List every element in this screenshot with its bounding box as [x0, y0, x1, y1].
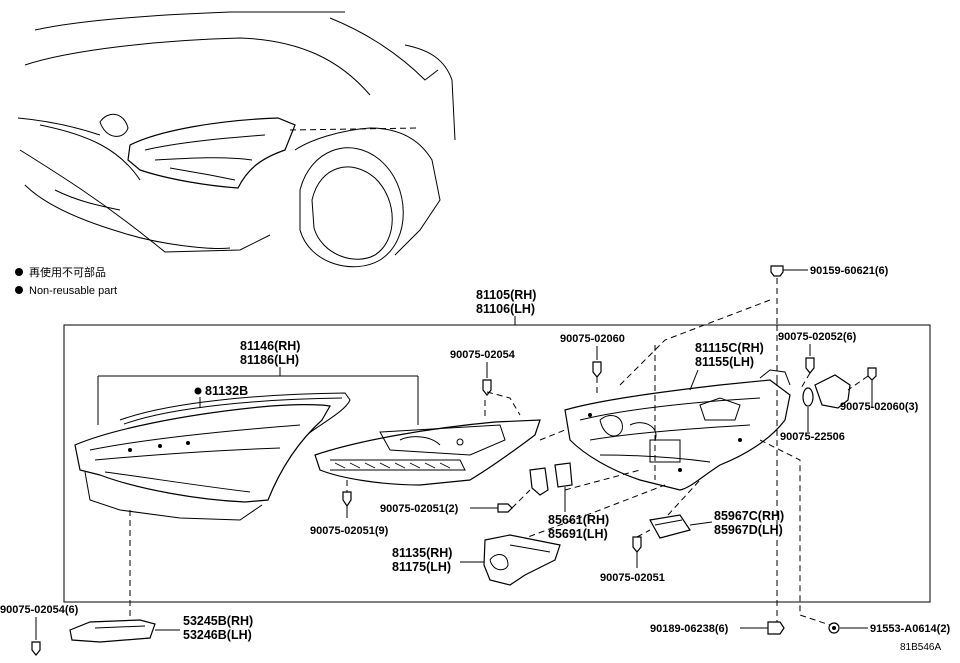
bracket-81135-icon [483, 534, 561, 586]
headlamp-lens-assembly: 81146(RH) 81186(LH) 81132B [74, 339, 419, 620]
part-label-90075-02051: 90075-02051 [600, 572, 665, 584]
legend-japanese-text: 再使用不可部品 [29, 265, 106, 279]
part-label-85967c: 85967C(RH) [714, 509, 784, 523]
screw-icon [805, 357, 815, 374]
part-label-91553-A0614: 91553-A0614(2) [870, 623, 950, 635]
part-label-90189-06238: 90189-06238(6) [650, 623, 729, 635]
control-module-icon [649, 514, 691, 539]
part-label-81105: 81105(RH) [476, 288, 536, 302]
part-label-90075-02054-6: 90075-02054(6) [0, 604, 79, 616]
part-label-85661: 85661(RH) [548, 513, 609, 527]
part-label-90075-02051-9: 90075-02051(9) [310, 525, 389, 537]
non-reusable-dot-icon [15, 268, 23, 276]
part-label-53245b: 53245B(RH) [183, 614, 253, 628]
part-label-90075-02060-3: 90075-02060(3) [840, 401, 919, 413]
bracket-85661-icon [529, 467, 549, 496]
screw-icon [867, 367, 877, 381]
screw-icon [592, 361, 602, 378]
part-label-81115c: 81115C(RH) [695, 341, 764, 355]
part-label-90075-22506: 90075-22506 [780, 431, 845, 443]
bolt-icon [770, 265, 784, 277]
headlamp-inner-bezel [314, 400, 541, 486]
grommet-icon [802, 387, 814, 407]
bracket-small-icon [554, 462, 573, 488]
part-label-53246b: 53246B(LH) [183, 628, 252, 642]
non-reusable-dot-icon [194, 387, 202, 395]
headlamp-housing [564, 369, 791, 491]
part-label-81175: 81175(LH) [392, 560, 451, 574]
bracket-53245b-icon [69, 619, 156, 643]
part-label-85967d: 85967D(LH) [714, 523, 783, 537]
part-label-90075-02052: 90075-02052(6) [778, 331, 857, 343]
part-label-81186: 81186(LH) [240, 353, 299, 367]
illustration-code: 81B546A [900, 642, 941, 653]
part-label-81135: 81135(RH) [392, 546, 452, 560]
legend: 再使用不可部品 Non-reusable part [15, 265, 117, 297]
part-label-85691: 85691(LH) [548, 527, 608, 541]
part-label-90075-02054: 90075-02054 [450, 349, 516, 361]
screw-icon [632, 536, 642, 553]
bracket-icon [814, 374, 851, 409]
legend-english-text: Non-reusable part [29, 285, 117, 297]
part-label-90159-60621: 90159-60621(6) [810, 265, 889, 277]
screw-icon [31, 641, 41, 656]
part-label-90075-02051-2: 90075-02051(2) [380, 503, 459, 515]
part-label-90075-02060: 90075-02060 [560, 333, 625, 345]
part-label-81146: 81146(RH) [240, 339, 300, 353]
assembly-frame [63, 324, 931, 603]
non-reusable-dot-icon [15, 286, 23, 294]
part-label-81132b: 81132B [205, 384, 248, 398]
part-label-81106: 81106(LH) [476, 302, 535, 316]
screw-icon [497, 503, 513, 513]
screw-icon [342, 491, 352, 508]
car-front-illustration [17, 11, 456, 268]
part-label-81155: 81155(LH) [695, 355, 754, 369]
nut-icon [767, 621, 785, 635]
